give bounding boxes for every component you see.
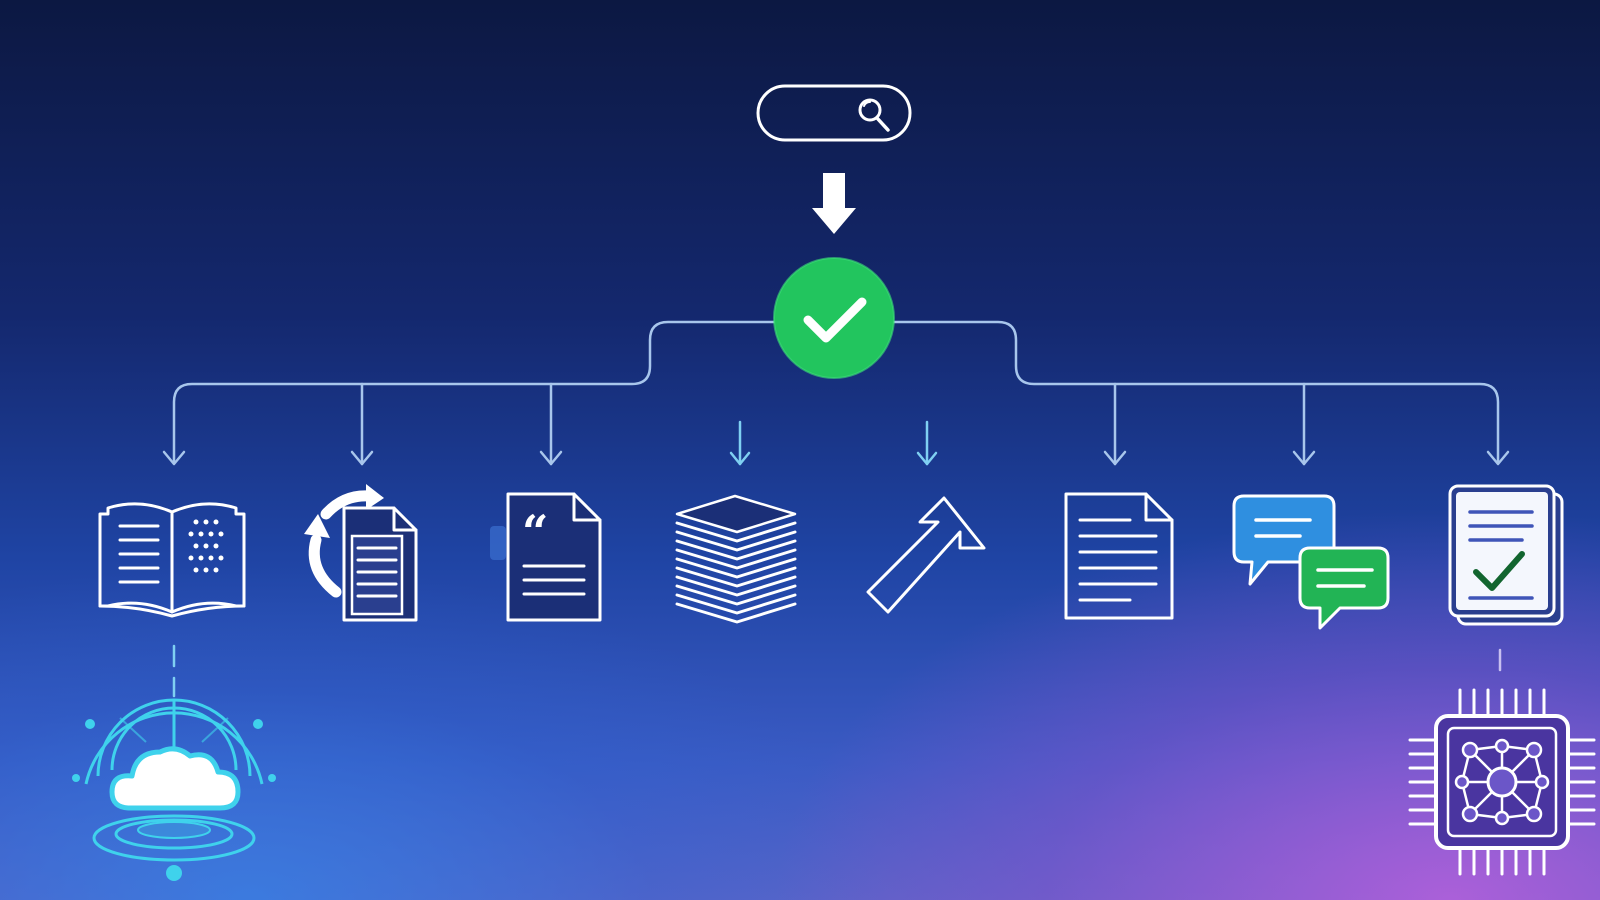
quote-document-icon: “ — [490, 492, 602, 622]
search-bar[interactable] — [756, 84, 912, 142]
text-document-icon — [1064, 492, 1174, 620]
arrow-to-verified-doc — [1486, 450, 1510, 466]
arrow-down-icon — [812, 173, 856, 234]
checkmark-circle-icon — [773, 257, 895, 379]
verified-document-icon — [1448, 484, 1564, 626]
arrow-to-outbound — [916, 420, 938, 466]
arrow-to-sync-doc — [350, 382, 374, 466]
branch-connectors — [172, 320, 1500, 464]
arrow-to-paper-stack — [729, 420, 751, 466]
paper-stack-icon — [675, 494, 797, 624]
chat-bubbles-icon — [1232, 494, 1390, 630]
branch-left — [172, 320, 777, 464]
branch-right — [890, 320, 1500, 464]
open-book-icon — [98, 502, 246, 618]
quote-glyph: “ — [522, 505, 548, 559]
arrow-to-book — [162, 450, 186, 466]
cloud-signal-icon — [72, 698, 276, 881]
ai-chip-icon — [1408, 688, 1596, 876]
arrow-to-chat — [1292, 382, 1316, 466]
document-sync-icon — [304, 484, 418, 622]
outbound-arrow-icon — [866, 496, 986, 614]
arrow-to-text-doc — [1103, 382, 1127, 466]
arrow-to-quote-doc — [539, 382, 563, 466]
search-icon — [858, 98, 890, 132]
